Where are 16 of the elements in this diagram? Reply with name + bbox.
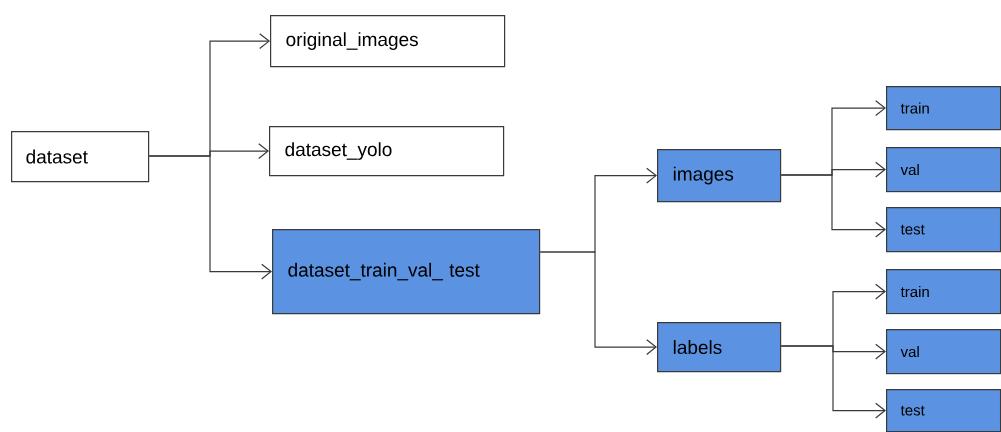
arrow <box>780 174 886 238</box>
folder-box: test <box>886 207 1001 253</box>
arrow <box>539 251 657 356</box>
folder-box: val <box>886 147 1001 193</box>
folder-box: images <box>657 149 782 203</box>
folder-box: original_images <box>270 15 506 68</box>
folder-box: labels <box>657 322 782 373</box>
folder-box: train <box>886 86 1001 131</box>
folder-box: val <box>886 329 1001 375</box>
folder-box: train <box>886 269 1001 315</box>
arrow <box>780 345 886 419</box>
folder-box: test <box>886 389 1001 432</box>
folder-box: dataset <box>11 131 150 183</box>
folder-box: dataset_yolo <box>269 126 505 177</box>
arrow <box>148 155 272 280</box>
folder-box: dataset_train_val_ test <box>272 229 541 315</box>
